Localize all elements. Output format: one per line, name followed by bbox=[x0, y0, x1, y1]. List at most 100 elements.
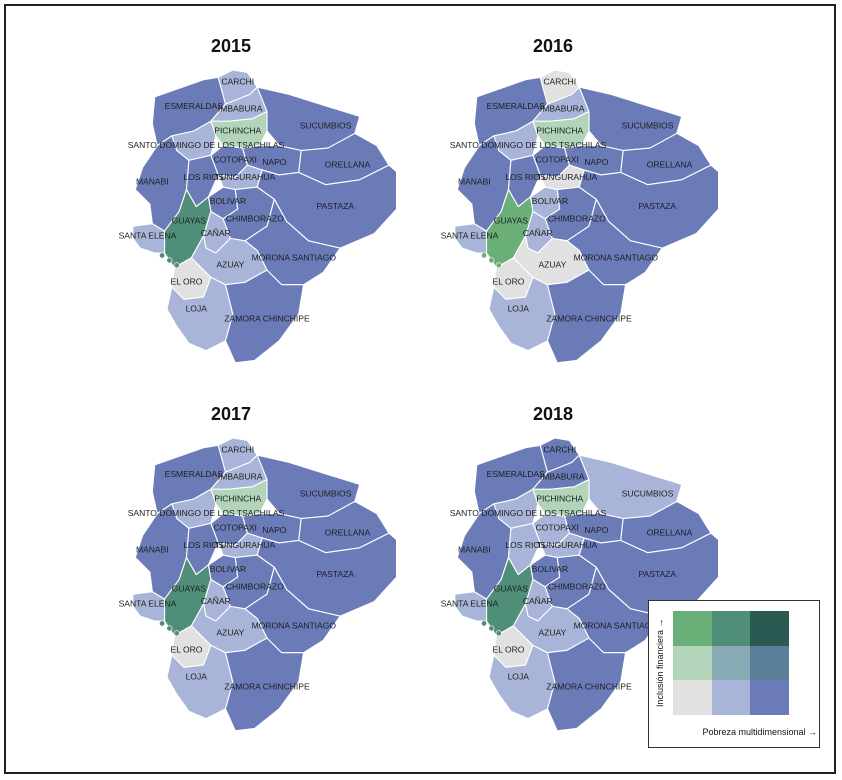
island-shape bbox=[173, 262, 180, 269]
province-label: IMBABURA bbox=[540, 471, 585, 481]
province-label: ESMERALDAS bbox=[487, 469, 546, 479]
province-label: BOLIVAR bbox=[210, 564, 246, 574]
province-pichincha bbox=[532, 478, 590, 517]
province-label: MANABI bbox=[136, 545, 169, 555]
province-label: TUNGURAHUA bbox=[537, 540, 598, 550]
island-shape bbox=[495, 630, 502, 637]
province-label: MORONA SANTIAGO bbox=[252, 620, 337, 630]
legend-y-axis-label: Inclusión financiera → bbox=[655, 618, 665, 708]
legend-x-axis-label: Pobreza multidimensional → bbox=[702, 727, 817, 737]
legend-swatch bbox=[711, 611, 751, 646]
province-label: NAPO bbox=[584, 525, 609, 535]
province-zamora bbox=[224, 637, 305, 732]
legend-swatch bbox=[673, 680, 712, 715]
province-label: EL ORO bbox=[171, 645, 203, 655]
province-label: ZAMORA CHINCHIPE bbox=[546, 313, 632, 323]
province-label: CARCHI bbox=[543, 77, 576, 87]
province-label: SANTO DOMINGO DE LOS TSACHILAS bbox=[128, 508, 285, 518]
province-label: BOLIVAR bbox=[210, 196, 246, 206]
island-shape bbox=[166, 257, 173, 264]
province-label: LOS RIOS bbox=[183, 540, 224, 550]
panel-year-title: 2018 bbox=[532, 404, 574, 424]
province-label: PASTAZA bbox=[317, 569, 355, 579]
province-label: MORONA SANTIAGO bbox=[574, 620, 659, 630]
province-label: EL ORO bbox=[493, 645, 525, 655]
map-panel-2017: 2017 ESMERALDAS CARCHI IMBABURA SUCUMBIOS PI… bbox=[66, 404, 396, 764]
province-label: CAÑAR bbox=[523, 596, 553, 606]
province-label: EL ORO bbox=[171, 277, 203, 287]
island-shape bbox=[488, 257, 495, 264]
legend-swatch bbox=[750, 680, 789, 715]
province-santa-elena bbox=[132, 223, 166, 254]
province-label: GUAYAS bbox=[172, 584, 207, 594]
legend-swatch bbox=[673, 645, 712, 681]
province-label: SUCUMBIOS bbox=[300, 489, 352, 499]
province-map: ESMERALDASCARCHIIMBABURASUCUMBIOSPICHINC… bbox=[119, 69, 396, 364]
province-label: BOLIVAR bbox=[532, 564, 568, 574]
province-label: MORONA SANTIAGO bbox=[252, 252, 337, 262]
province-label: GUAYAS bbox=[494, 584, 529, 594]
province-label: PICHINCHA bbox=[214, 493, 261, 503]
province-label: ORELLANA bbox=[325, 160, 371, 170]
province-label: PICHINCHA bbox=[214, 125, 261, 135]
province-label: CARCHI bbox=[221, 445, 254, 455]
province-label: COTOPAXI bbox=[214, 155, 257, 165]
province-map: ESMERALDASCARCHIIMBABURASUCUMBIOSPICHINC… bbox=[441, 69, 718, 364]
province-label: IMBABURA bbox=[218, 103, 263, 113]
province-label: CAÑAR bbox=[201, 228, 231, 238]
province-label: ORELLANA bbox=[647, 528, 693, 538]
island-shape bbox=[481, 620, 488, 627]
province-label: CHIMBORAZO bbox=[548, 581, 606, 591]
province-label: NAPO bbox=[262, 525, 287, 535]
province-santa-elena bbox=[454, 591, 488, 622]
island-shape bbox=[166, 625, 173, 632]
province-label: IMBABURA bbox=[540, 103, 585, 113]
province-label: GUAYAS bbox=[172, 216, 207, 226]
province-label: SANTA ELENA bbox=[119, 230, 177, 240]
province-label: CHIMBORAZO bbox=[548, 213, 606, 223]
province-label: ESMERALDAS bbox=[165, 469, 224, 479]
province-label: NAPO bbox=[584, 157, 609, 167]
province-label: COTOPAXI bbox=[214, 523, 257, 533]
province-label: MANABI bbox=[458, 545, 491, 555]
province-label: CARCHI bbox=[221, 77, 254, 87]
island-shape bbox=[481, 252, 488, 259]
province-label: SUCUMBIOS bbox=[300, 121, 352, 131]
island-shape bbox=[488, 625, 495, 632]
island-shape bbox=[159, 620, 166, 627]
province-label: CHIMBORAZO bbox=[226, 581, 284, 591]
province-label: CAÑAR bbox=[201, 596, 231, 606]
panel-year-title: 2017 bbox=[210, 404, 252, 424]
province-label: ESMERALDAS bbox=[487, 101, 546, 111]
province-label: AZUAY bbox=[538, 260, 566, 270]
province-zamora bbox=[224, 269, 305, 364]
province-label: ORELLANA bbox=[647, 160, 693, 170]
province-label: LOS RIOS bbox=[505, 540, 546, 550]
province-label: SANTA ELENA bbox=[441, 598, 499, 608]
province-label: AZUAY bbox=[216, 628, 244, 638]
island-shape bbox=[173, 630, 180, 637]
legend-color-grid bbox=[673, 611, 789, 715]
province-pichincha bbox=[210, 478, 268, 517]
province-santa-elena bbox=[132, 591, 166, 622]
province-label: SUCUMBIOS bbox=[622, 121, 674, 131]
province-label: TUNGURAHUA bbox=[537, 172, 598, 182]
province-label: ZAMORA CHINCHIPE bbox=[546, 681, 632, 691]
province-label: IMBABURA bbox=[218, 471, 263, 481]
province-label: ZAMORA CHINCHIPE bbox=[224, 681, 310, 691]
legend-swatch bbox=[711, 645, 751, 681]
province-label: PASTAZA bbox=[639, 569, 677, 579]
province-label: PASTAZA bbox=[317, 201, 355, 211]
province-label: COTOPAXI bbox=[536, 523, 579, 533]
province-label: MANABI bbox=[136, 177, 169, 187]
province-label: TUNGURAHUA bbox=[215, 540, 276, 550]
province-map: ESMERALDAS CARCHI IMBABURA SUCUMBIOS PICHINC… bbox=[119, 437, 396, 732]
province-label: SANTA ELENA bbox=[441, 230, 499, 240]
province-label: GUAYAS bbox=[494, 216, 529, 226]
province-label: COTOPAXI bbox=[536, 155, 579, 165]
legend-swatch bbox=[711, 680, 751, 715]
province-label: SANTO DOMINGO DE LOS TSACHILAS bbox=[450, 140, 607, 150]
